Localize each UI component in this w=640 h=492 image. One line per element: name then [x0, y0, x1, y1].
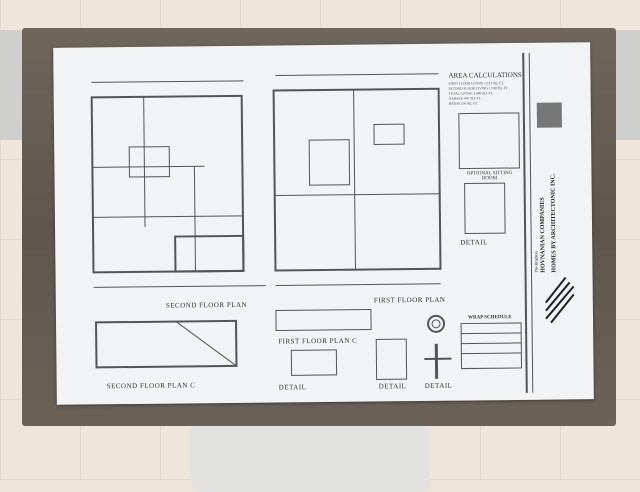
first-floor-plan-label: FIRST FLOOR PLAN: [374, 296, 446, 305]
optional-sitting-room-label: OPTIONAL SITTING ROOM: [464, 171, 514, 182]
blueprint-sheet: AREA CALCULATIONS FIRST FLOOR LIVING 1,1…: [53, 42, 594, 405]
model-name: The Brighton: [533, 251, 538, 273]
detail-label: DETAIL: [379, 382, 407, 390]
detail-label: DETAIL: [279, 383, 307, 391]
area-row: BATHS 158 SQ. FT.: [449, 101, 509, 107]
detail-label: DETAIL: [425, 382, 453, 390]
architect-name: HOMES BY ARCHITECTONIC INC.: [550, 174, 557, 273]
wrap-schedule-title: WRAP SCHEDULE: [468, 315, 512, 320]
area-calculations-title: AREA CALCULATIONS: [448, 71, 521, 80]
chair-bottom: [190, 422, 430, 492]
area-calculations-table: FIRST FLOOR LIVING 1,132 SQ. FT. SECOND …: [449, 81, 509, 107]
detail-label: DETAIL: [460, 238, 488, 246]
floor-plan-drawings: [53, 42, 594, 405]
second-floor-plan-c-label: SECOND FLOOR PLAN C: [107, 381, 196, 390]
company-name: HOVNANIAN COMPANIES: [540, 197, 547, 272]
second-floor-plan-label: SECOND FLOOR PLAN: [166, 301, 247, 310]
first-floor-plan-c-label: FIRST FLOOR PLAN C: [278, 337, 357, 346]
